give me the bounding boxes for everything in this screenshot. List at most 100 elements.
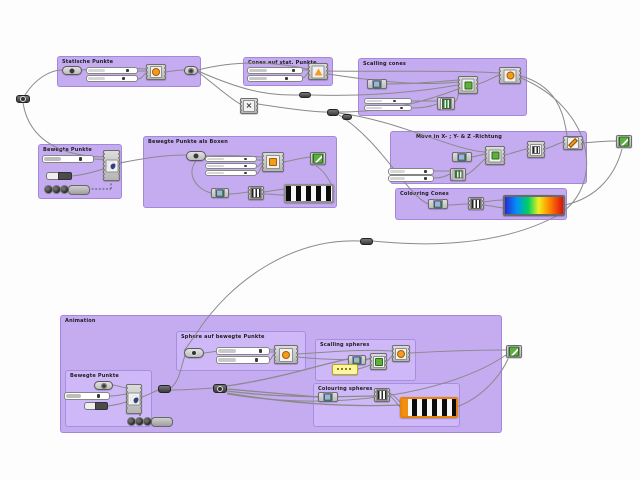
gradient-zebra-widget-selected[interactable] xyxy=(400,397,458,418)
timer-component[interactable] xyxy=(151,417,173,427)
remap-numbers-component[interactable] xyxy=(437,97,455,110)
cone-icon xyxy=(314,68,322,75)
slider-handle[interactable] xyxy=(244,165,247,167)
timer-component[interactable] xyxy=(68,185,90,195)
scale-component[interactable] xyxy=(458,76,478,94)
slider-handle[interactable] xyxy=(424,177,428,180)
slider-handle[interactable] xyxy=(244,158,247,160)
scale-component[interactable] xyxy=(370,353,387,370)
sphere-component[interactable] xyxy=(274,345,298,364)
crescent-icon xyxy=(107,161,116,170)
group-title: Cones auf stat. Punkte xyxy=(248,60,317,66)
slider-handle[interactable] xyxy=(79,157,82,161)
gradient-zebra-widget[interactable] xyxy=(284,184,334,203)
relay-node[interactable] xyxy=(360,238,373,245)
remap-component[interactable] xyxy=(248,186,264,200)
unit-vector-component[interactable] xyxy=(452,152,472,162)
point-param-capsule[interactable] xyxy=(186,151,206,161)
expression-panel[interactable] xyxy=(332,364,358,375)
custom-preview-component[interactable] xyxy=(506,345,522,358)
unit-z-icon xyxy=(373,80,381,88)
point-param-capsule[interactable] xyxy=(184,348,204,358)
populate-points-component[interactable] xyxy=(146,64,166,80)
relay-node[interactable] xyxy=(158,385,171,393)
box-size-y-slider[interactable] xyxy=(205,163,257,169)
relay-node[interactable] xyxy=(299,92,311,98)
slider-handle[interactable] xyxy=(399,107,403,109)
box-icon xyxy=(269,158,277,166)
length-slider[interactable] xyxy=(247,75,303,82)
boolean-toggle[interactable] xyxy=(46,172,72,180)
slider-handle[interactable] xyxy=(126,69,129,72)
anzahl-slider[interactable] xyxy=(42,155,94,163)
deconstruct-component[interactable] xyxy=(428,199,448,209)
slider-handle[interactable] xyxy=(292,69,296,72)
slider-handle[interactable] xyxy=(258,349,262,353)
domain-component[interactable] xyxy=(450,168,466,181)
multiplication-component[interactable]: × xyxy=(240,98,258,114)
box-size-z-slider[interactable] xyxy=(205,170,257,176)
geometry-icon xyxy=(397,349,405,358)
box-size-x-slider[interactable] xyxy=(205,156,257,162)
scaled-cones-component[interactable] xyxy=(499,67,521,84)
remap-bars-icon xyxy=(377,390,387,400)
unit-vector-component[interactable] xyxy=(367,79,387,89)
distance-component[interactable] xyxy=(211,188,229,198)
slider-handle[interactable] xyxy=(122,77,125,80)
remap-icon xyxy=(441,98,451,109)
relay-node[interactable] xyxy=(213,384,227,393)
remap-component[interactable] xyxy=(374,388,390,402)
multiply-icon: × xyxy=(245,101,253,110)
relay-icon xyxy=(20,96,26,102)
boolean-toggle[interactable] xyxy=(84,402,108,410)
slider-handle[interactable] xyxy=(244,172,247,174)
domain-max-slider[interactable] xyxy=(364,105,412,111)
geometry-icon xyxy=(506,71,514,80)
group-title: Move in X- ; Y- & Z -Richtung xyxy=(416,134,503,140)
relay-node[interactable] xyxy=(342,114,352,120)
slider-handle[interactable] xyxy=(284,77,288,80)
radius-slider[interactable] xyxy=(247,67,303,74)
vector-compose-component[interactable] xyxy=(485,146,505,165)
distance-icon xyxy=(216,189,224,197)
group-title: Bewegte Punkte als Boxen xyxy=(148,139,228,145)
gradient-rainbow-widget[interactable] xyxy=(503,195,565,216)
points-icon xyxy=(152,68,160,76)
number-slider[interactable] xyxy=(86,75,138,82)
number-slider[interactable] xyxy=(86,67,138,74)
slider-handle[interactable] xyxy=(392,100,396,102)
move-component[interactable] xyxy=(563,136,583,150)
populate-animate-component[interactable] xyxy=(103,150,120,181)
slider-handle[interactable] xyxy=(424,170,428,173)
scaled-spheres-component[interactable] xyxy=(392,345,410,362)
point-param-capsule[interactable] xyxy=(62,66,82,75)
remap-bars-icon xyxy=(471,198,481,209)
populate-animate-component[interactable] xyxy=(126,384,142,414)
radius-slider[interactable] xyxy=(216,347,270,355)
move-x-slider[interactable] xyxy=(388,168,434,175)
anzahl-slider[interactable] xyxy=(64,392,110,400)
radius-slider[interactable] xyxy=(216,356,270,364)
slider-handle[interactable] xyxy=(96,394,100,398)
custom-preview-component[interactable] xyxy=(310,152,326,165)
geometry-param-capsule[interactable] xyxy=(184,66,198,75)
custom-preview-component[interactable] xyxy=(616,135,632,148)
preview-icon xyxy=(313,153,323,164)
center-box-component[interactable] xyxy=(262,152,284,172)
param-capsule[interactable] xyxy=(94,381,113,390)
amplitude-component[interactable] xyxy=(527,141,545,158)
relay-node[interactable] xyxy=(16,95,30,103)
preview-icon xyxy=(619,136,629,147)
cone-component[interactable] xyxy=(308,63,328,80)
relay-node[interactable] xyxy=(327,109,339,116)
gradient-grip[interactable] xyxy=(402,399,408,416)
domain-min-slider[interactable] xyxy=(364,98,412,104)
remap-component[interactable] xyxy=(468,197,484,210)
deconstruct-component[interactable] xyxy=(318,392,338,402)
sphere-icon xyxy=(282,350,290,359)
remap-bars-icon xyxy=(251,188,261,198)
move-y-slider[interactable] xyxy=(388,175,434,182)
group-title: Statische Punkte xyxy=(62,59,114,65)
slider-handle[interactable] xyxy=(255,358,259,362)
